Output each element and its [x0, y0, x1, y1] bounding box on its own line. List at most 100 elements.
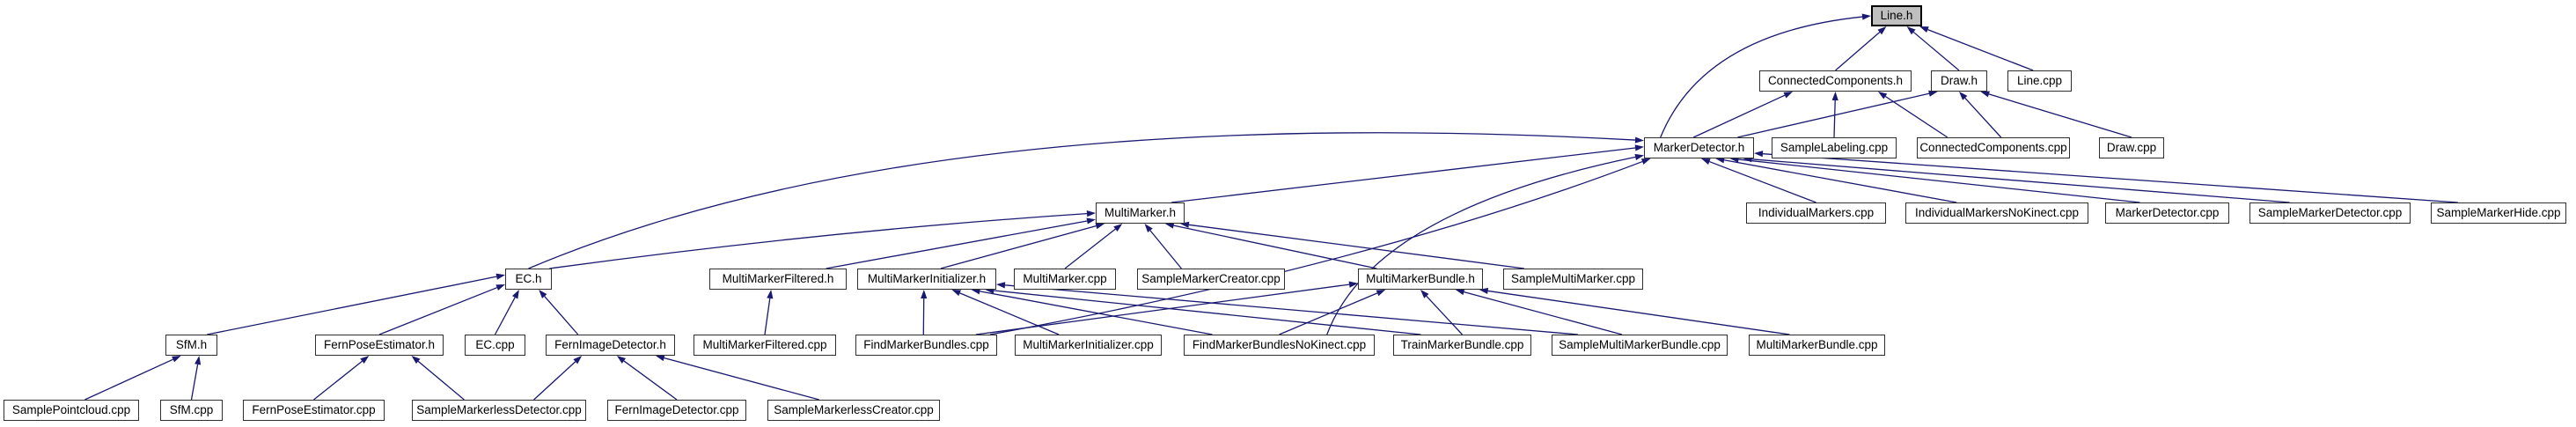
- graph-node-label: FindMarkerBundlesNoKinect.cpp: [1192, 338, 1367, 352]
- arrowhead: [1831, 92, 1838, 101]
- graph-node-IndividualMarkersNoKinect_cpp[interactable]: IndividualMarkersNoKinect.cpp: [1905, 202, 2088, 224]
- include-edge: [1064, 228, 1116, 269]
- graph-node-SampleMarkerlessDetector_cpp[interactable]: SampleMarkerlessDetector.cpp: [412, 400, 586, 421]
- graph-node-label: SfM.h: [175, 338, 208, 352]
- include-edge: [1171, 147, 1636, 203]
- include-edge: [1487, 290, 1790, 335]
- graph-node-MultiMarkerInitializer_cpp[interactable]: MultiMarkerInitializer.cpp: [1015, 335, 1162, 356]
- include-edge: [1737, 92, 1930, 138]
- graph-node-label: FindMarkerBundles.cpp: [863, 338, 989, 352]
- include-edge: [1426, 295, 1463, 335]
- graph-node-MultiMarkerInitializer_h[interactable]: MultiMarkerInitializer.h: [857, 269, 996, 290]
- graph-node-label: MultiMarker.cpp: [1023, 272, 1107, 286]
- graph-node-ConnectedComponents_cpp[interactable]: ConnectedComponents.cpp: [1917, 137, 2070, 158]
- graph-node-SampleLabeling_cpp[interactable]: SampleLabeling.cpp: [1772, 137, 1897, 158]
- graph-node-FindMarkerBundlesNoKinect_cpp[interactable]: FindMarkerBundlesNoKinect.cpp: [1184, 335, 1375, 356]
- include-edge: [1738, 158, 2140, 203]
- graph-node-SamplePointcloud_cpp[interactable]: SamplePointcloud.cpp: [4, 400, 139, 421]
- graph-node-label: SampleMultiMarker.cpp: [1510, 272, 1636, 286]
- include-edge: [1835, 32, 1881, 71]
- arrowhead: [1701, 158, 1711, 165]
- graph-node-label: IndividualMarkersNoKinect.cpp: [1914, 206, 2080, 220]
- include-edge: [1709, 160, 1816, 203]
- arrowhead: [655, 355, 665, 362]
- graph-node-label: SampleMarkerHide.cpp: [2436, 206, 2561, 220]
- graph-node-label: SampleMarkerCreator.cpp: [1141, 272, 1281, 286]
- graph-node-SampleMultiMarker_cpp[interactable]: SampleMultiMarker.cpp: [1503, 269, 1643, 290]
- graph-node-ConnectedComponents_h[interactable]: ConnectedComponents.h: [1759, 70, 1912, 92]
- graph-node-Line_h[interactable]: Line.h: [1871, 5, 1922, 26]
- include-edge: [980, 291, 1213, 335]
- arrowhead: [1376, 290, 1386, 297]
- graph-node-MultiMarkerFiltered_h[interactable]: MultiMarkerFiltered.h: [709, 269, 847, 290]
- arrowhead: [1086, 217, 1096, 225]
- graph-node-label: ConnectedComponents.h: [1767, 74, 1904, 88]
- arrowhead: [1634, 153, 1644, 160]
- graph-node-label: MultiMarkerInitializer.cpp: [1023, 338, 1154, 352]
- include-edge: [1751, 158, 2290, 203]
- graph-node-MarkerDetector_h[interactable]: MarkerDetector.h: [1644, 137, 1754, 158]
- arrowhead: [495, 284, 505, 291]
- graph-node-SfM_cpp[interactable]: SfM.cpp: [160, 400, 223, 421]
- include-edge: [549, 213, 1088, 269]
- include-edge: [959, 292, 1060, 335]
- graph-node-label: Draw.cpp: [2106, 141, 2157, 155]
- include-edge: [1326, 156, 1636, 335]
- graph-node-label: SampleMarkerDetector.cpp: [2257, 206, 2403, 220]
- arrowhead: [1113, 224, 1123, 232]
- graph-node-MultiMarkerBundle_cpp[interactable]: MultiMarkerBundle.cpp: [1749, 335, 1885, 356]
- arrowhead: [172, 356, 181, 363]
- include-edge: [994, 290, 1421, 335]
- graph-node-label: MarkerDetector.h: [1653, 141, 1745, 155]
- include-edge: [313, 360, 363, 401]
- arrowhead: [616, 356, 627, 364]
- graph-node-label: FernImageDetector.h: [554, 338, 666, 352]
- graph-node-FernImageDetector_h[interactable]: FernImageDetector.h: [546, 335, 675, 356]
- graph-node-TrainMarkerBundle_cpp[interactable]: TrainMarkerBundle.cpp: [1393, 335, 1531, 356]
- graph-node-Line_cpp[interactable]: Line.cpp: [2007, 70, 2072, 92]
- graph-node-label: MultiMarkerFiltered.cpp: [702, 338, 827, 352]
- graph-node-IndividualMarkers_cpp[interactable]: IndividualMarkers.cpp: [1746, 202, 1886, 224]
- arrowhead: [1086, 210, 1096, 217]
- arrowhead: [1783, 92, 1794, 99]
- arrowhead: [511, 290, 519, 299]
- graph-node-Draw_cpp[interactable]: Draw.cpp: [2099, 137, 2164, 158]
- graph-node-SampleMarkerDetector_cpp[interactable]: SampleMarkerDetector.cpp: [2249, 202, 2411, 224]
- include-edge: [84, 358, 173, 401]
- include-edge: [826, 220, 1088, 269]
- include-edge: [190, 364, 199, 401]
- graph-node-FindMarkerBundles_cpp[interactable]: FindMarkerBundles.cpp: [855, 335, 997, 356]
- arrowhead: [1420, 290, 1429, 298]
- graph-node-EC_h[interactable]: EC.h: [505, 269, 552, 290]
- graph-node-FernImageDetector_cpp[interactable]: FernImageDetector.cpp: [607, 400, 746, 421]
- graph-node-label: IndividualMarkers.cpp: [1758, 206, 1875, 220]
- graph-node-MultiMarkerBundle_h[interactable]: MultiMarkerBundle.h: [1358, 269, 1483, 290]
- arrowhead: [921, 290, 928, 299]
- graph-node-label: MultiMarkerBundle.cpp: [1756, 338, 1878, 352]
- graph-node-FernPoseEstimator_cpp[interactable]: FernPoseEstimator.cpp: [243, 400, 385, 421]
- include-edge: [1188, 224, 1524, 269]
- arrowhead: [1640, 158, 1651, 165]
- include-edge: [1988, 93, 2132, 138]
- graph-node-MultiMarkerFiltered_cpp[interactable]: MultiMarkerFiltered.cpp: [694, 335, 836, 356]
- graph-node-MultiMarker_cpp[interactable]: MultiMarker.cpp: [1014, 269, 1116, 290]
- graph-node-SampleMarkerHide_cpp[interactable]: SampleMarkerHide.cpp: [2431, 202, 2566, 224]
- graph-node-SampleMarkerCreator_cpp[interactable]: SampleMarkerCreator.cpp: [1137, 269, 1285, 290]
- arrowhead: [1095, 223, 1105, 230]
- include-edge: [1927, 29, 2034, 71]
- graph-node-FernPoseEstimator_h[interactable]: FernPoseEstimator.h: [315, 335, 444, 356]
- graph-node-MarkerDetector_cpp[interactable]: MarkerDetector.cpp: [2105, 202, 2229, 224]
- graph-node-MultiMarker_h[interactable]: MultiMarker.h: [1096, 202, 1185, 224]
- graph-node-Draw_h[interactable]: Draw.h: [1931, 70, 1987, 92]
- graph-node-SampleMarkerlessCreator_cpp[interactable]: SampleMarkerlessCreator.cpp: [767, 400, 940, 421]
- include-edge: [664, 357, 819, 401]
- graph-node-EC_cpp[interactable]: EC.cpp: [465, 335, 525, 356]
- include-edge: [1964, 97, 2002, 138]
- graph-node-SampleMultiMarkerBundle_cpp[interactable]: SampleMultiMarkerBundle.cpp: [1552, 335, 1728, 356]
- graph-node-label: SamplePointcloud.cpp: [11, 403, 131, 417]
- graph-node-label: MultiMarkerBundle.h: [1366, 272, 1475, 286]
- graph-node-label: EC.cpp: [475, 338, 515, 352]
- graph-node-SfM_h[interactable]: SfM.h: [165, 335, 217, 356]
- arrowhead: [1959, 92, 1968, 100]
- include-edge: [1279, 292, 1378, 335]
